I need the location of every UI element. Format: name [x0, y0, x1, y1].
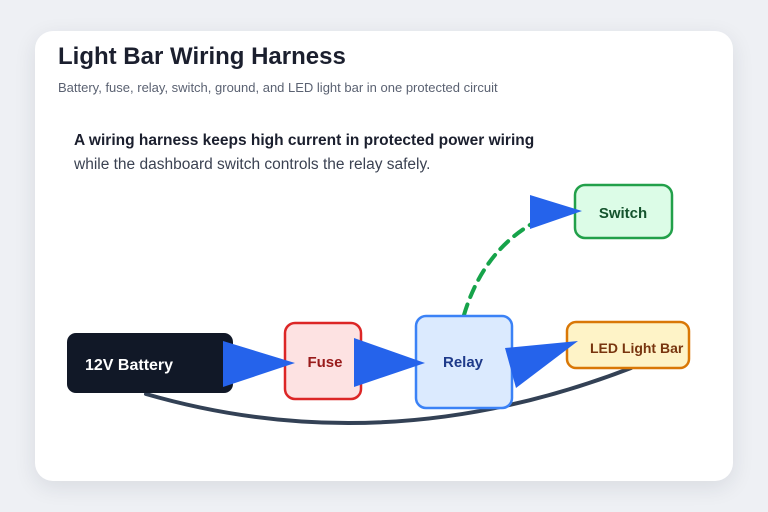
lightbar-label: LED Light Bar — [590, 340, 684, 356]
relay-label: Relay — [443, 354, 484, 371]
page-title: Light Bar Wiring Harness — [58, 43, 346, 70]
switch-node: Switch — [573, 183, 674, 240]
arrow-battery-to-fuse — [223, 341, 295, 387]
relay-node: Relay — [414, 314, 514, 410]
fuse-node: Fuse — [283, 321, 363, 401]
arrow-lightbar-to-relay — [505, 341, 578, 388]
lead-body: while the dashboard switch controls the … — [74, 156, 431, 173]
diagram-card: Light Bar Wiring Harness Battery, fuse, … — [35, 31, 733, 481]
control-wire — [462, 220, 537, 317]
lead-headline: A wiring harness keeps high current in p… — [74, 132, 535, 149]
arrow-fuse-to-relay — [354, 338, 425, 387]
page-subtitle: Battery, fuse, relay, switch, ground, an… — [58, 80, 498, 95]
battery-node: 12V Battery — [67, 333, 233, 393]
wiring-diagram: 12V Battery Fuse Relay Switch LED Light … — [67, 183, 691, 425]
lightbar-node: LED Light Bar — [565, 320, 691, 370]
battery-label: 12V Battery — [85, 357, 173, 374]
ground-wire — [144, 366, 633, 425]
fuse-label: Fuse — [307, 354, 342, 371]
switch-label: Switch — [599, 205, 647, 222]
arrow-relay-to-switch — [530, 195, 582, 229]
